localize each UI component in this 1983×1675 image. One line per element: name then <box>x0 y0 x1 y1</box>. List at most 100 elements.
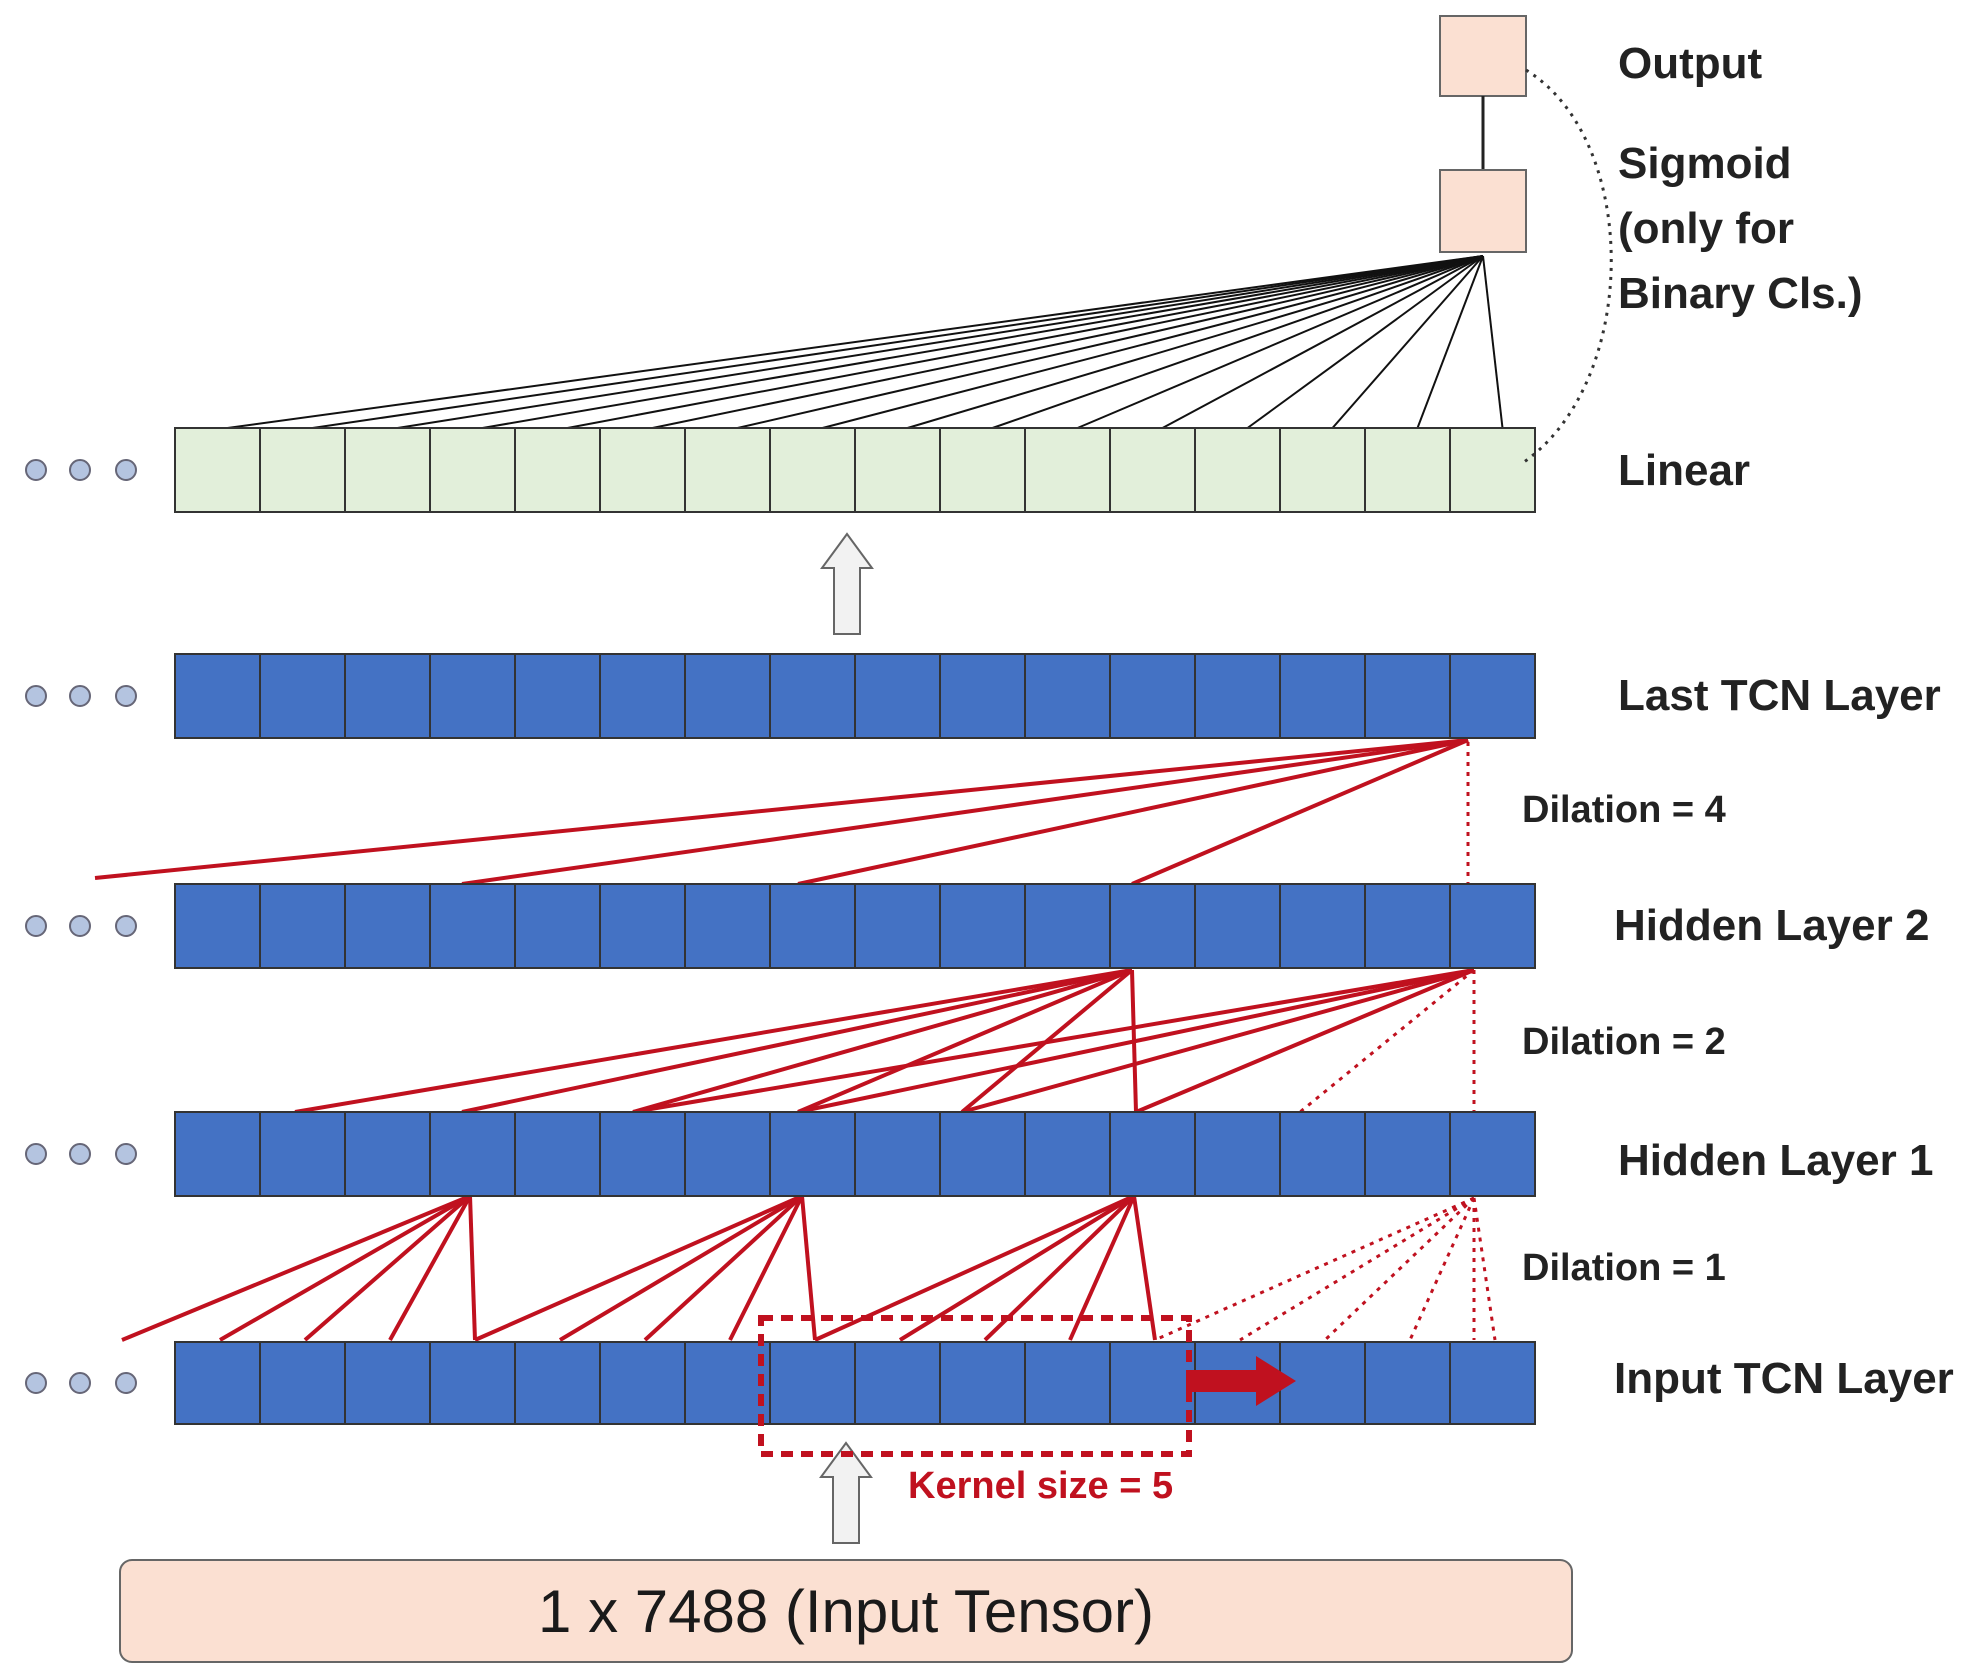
hidden-layer-1 <box>174 1111 1536 1197</box>
ellipsis-dot <box>115 915 137 937</box>
dilation-connection-line <box>121 1194 471 1342</box>
layer-cell <box>769 653 856 739</box>
layer-cell <box>514 1111 601 1197</box>
skip-dotted-curve <box>1523 68 1613 464</box>
layer-cell <box>344 653 431 739</box>
dilation-connection-line <box>219 1194 471 1342</box>
ellipsis-dot <box>115 1143 137 1165</box>
up-arrow-from-input <box>819 1441 873 1544</box>
dilation-connection-line <box>728 1195 804 1341</box>
layer-cell <box>939 1111 1026 1197</box>
dilation4-label: Dilation = 4 <box>1522 789 1726 831</box>
layer-cell <box>429 1111 516 1197</box>
layer-cell <box>1364 1341 1451 1425</box>
kernel-size-label: Kernel size = 5 <box>908 1465 1173 1507</box>
layer-cell <box>259 883 346 969</box>
layer-cell <box>174 1111 261 1197</box>
layer-cell <box>684 1341 771 1425</box>
dilation-connection-line <box>388 1195 472 1341</box>
layer-cell <box>769 883 856 969</box>
linear-connection-line <box>1416 255 1484 429</box>
input-tcn-label: Input TCN Layer <box>1614 1354 1954 1403</box>
input-tensor-box <box>119 1559 1573 1663</box>
ellipsis-dots <box>25 1372 137 1394</box>
future-connection-line <box>1299 968 1475 1114</box>
layer-cell <box>599 883 686 969</box>
linear-layer <box>174 427 1536 513</box>
kernel-window <box>758 1315 1192 1457</box>
layer-cell <box>1109 427 1196 513</box>
layer-cell <box>854 1341 941 1425</box>
layer-cell <box>769 1341 856 1425</box>
linear-connection-line <box>227 255 1484 429</box>
dilation1-label: Dilation = 1 <box>1522 1247 1726 1289</box>
dilation-connection-line <box>632 968 1133 1114</box>
linear-connection-line <box>1246 255 1484 429</box>
layer-cell <box>1449 427 1536 513</box>
layer-cell <box>259 653 346 739</box>
layer-cell <box>1109 1111 1196 1197</box>
layer-cell <box>259 1341 346 1425</box>
layer-cell <box>684 1111 771 1197</box>
layer-cell <box>1449 653 1536 739</box>
layer-cell <box>514 883 601 969</box>
dilation-connection-line <box>643 1194 804 1342</box>
layer-cell <box>1364 653 1451 739</box>
last-tcn-label: Last TCN Layer <box>1618 671 1941 720</box>
dilation-connection-line <box>1135 968 1475 1114</box>
dilation-connection-line <box>1068 1195 1136 1341</box>
linear-connection-line <box>822 255 1484 429</box>
layer-cell <box>514 653 601 739</box>
layer-cell <box>599 1111 686 1197</box>
future-connection-line <box>1323 1196 1476 1342</box>
up-arrow-to-linear <box>820 532 874 635</box>
layer-cell <box>514 1341 601 1425</box>
linear-connection-line <box>1077 255 1484 429</box>
layer-cell <box>174 653 261 739</box>
ellipsis-dot <box>25 1372 47 1394</box>
ellipsis-dots <box>25 915 137 937</box>
layer-cell <box>1024 653 1111 739</box>
ellipsis-dot <box>25 1143 47 1165</box>
layer-cell <box>854 883 941 969</box>
input-tensor-label: 1 x 7488 (Input Tensor) <box>538 1578 1154 1645</box>
layer-cell <box>1194 883 1281 969</box>
linear-connection-line <box>312 255 1484 429</box>
linear-connection-line <box>652 255 1484 429</box>
layer-cell <box>684 427 771 513</box>
layer-cell <box>344 883 431 969</box>
future-connection-line <box>1472 1197 1497 1341</box>
layer-cell <box>1024 883 1111 969</box>
dilation-connection-line <box>94 738 1469 880</box>
ellipsis-dot <box>25 685 47 707</box>
dilation-connection-line <box>797 968 1475 1114</box>
input-tcn-layer <box>174 1341 1536 1425</box>
sigmoid-node <box>1439 169 1527 253</box>
dilation-connection-line <box>461 738 1469 886</box>
linear-connection-line <box>1482 255 1504 429</box>
linear-connection-line <box>907 255 1484 429</box>
layer-cell <box>429 883 516 969</box>
linear-connection-line <box>482 255 1484 429</box>
dilation-connection-line <box>294 968 1133 1114</box>
layer-cell <box>939 427 1026 513</box>
dilation-connection-line <box>632 968 1475 1114</box>
last-tcn-layer <box>174 653 1536 739</box>
output-label: Output <box>1618 39 1763 88</box>
dilation-connection-line <box>1131 738 1469 886</box>
layer-cell <box>429 653 516 739</box>
layer-cell <box>1279 653 1366 739</box>
ellipsis-dot <box>115 1372 137 1394</box>
ellipsis-dot <box>25 459 47 481</box>
layer-cell <box>599 427 686 513</box>
layer-cell <box>1449 883 1536 969</box>
ellipsis-dot <box>69 1372 91 1394</box>
dilation-connection-line <box>961 968 1475 1114</box>
layer-cell <box>1194 427 1281 513</box>
layer-cell <box>174 427 261 513</box>
ellipsis-dot <box>69 685 91 707</box>
hidden2-label: Hidden Layer 2 <box>1614 901 1929 950</box>
layer-cell <box>1364 427 1451 513</box>
layer-cell <box>344 1341 431 1425</box>
